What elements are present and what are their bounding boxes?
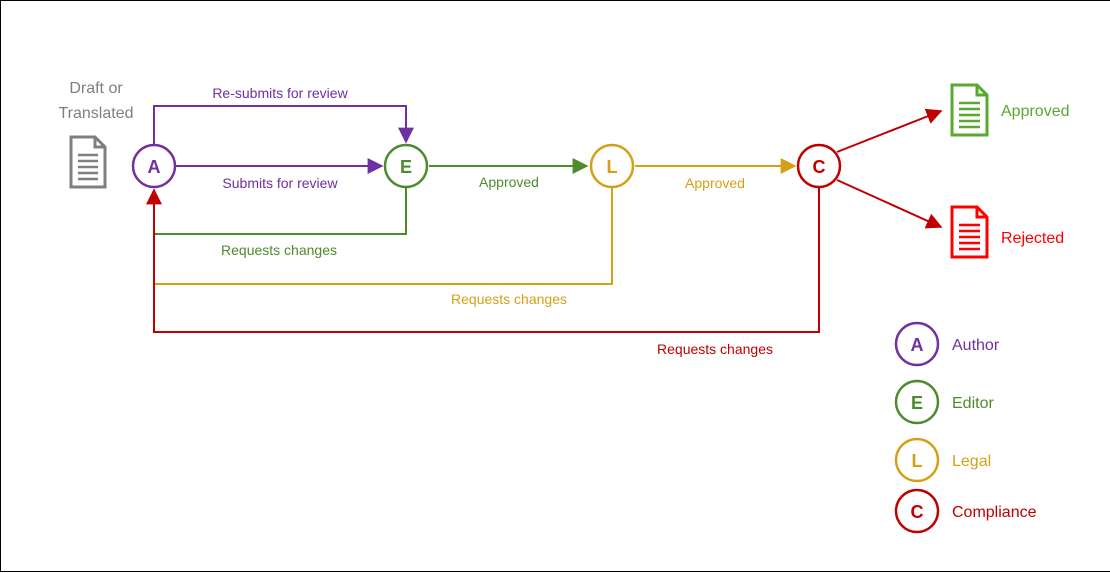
resubmit-label: Re-submits for review <box>212 85 348 101</box>
editor-approved-label: Approved <box>479 174 539 190</box>
legend-label-editor: Editor <box>952 395 994 412</box>
rejected-document-icon <box>950 205 989 259</box>
compliance-node: C <box>796 143 842 189</box>
legend-letter-author: A <box>911 335 924 355</box>
legend: A Author E Editor L Legal C Compliance <box>894 321 1037 534</box>
legal-node-letter: L <box>607 157 618 177</box>
resubmit-connector <box>153 105 414 144</box>
legend-item-legal: L Legal <box>894 437 991 483</box>
legend-item-editor: E Editor <box>894 379 994 425</box>
legal-changes-connector <box>154 188 613 285</box>
legend-label-legal: Legal <box>952 453 991 470</box>
submit-label: Submits for review <box>222 175 338 191</box>
author-node-letter: A <box>148 157 161 177</box>
source-label-line1: Draft or <box>69 80 123 97</box>
editor-changes-connector <box>154 188 407 235</box>
compliance-changes-connector <box>146 188 820 333</box>
legend-item-compliance: C Compliance <box>894 488 1037 534</box>
compliance-changes-label: Requests changes <box>657 341 773 357</box>
approved-document-icon <box>950 83 989 137</box>
rejected-outcome-label: Rejected <box>1001 230 1064 247</box>
to-rejected-connector <box>836 179 943 229</box>
legend-letter-compliance: C <box>911 502 924 522</box>
author-node: A <box>131 143 177 189</box>
legal-changes-label: Requests changes <box>451 291 567 307</box>
editor-changes-label: Requests changes <box>221 242 337 258</box>
legal-approved-label: Approved <box>685 175 745 191</box>
editor-node: E <box>383 143 429 189</box>
compliance-node-letter: C <box>813 157 826 177</box>
legend-letter-legal: L <box>912 451 923 471</box>
legal-node: L <box>589 143 635 189</box>
draft-document-icon <box>69 135 107 189</box>
approved-outcome-label: Approved <box>1001 103 1070 120</box>
editor-node-letter: E <box>400 157 412 177</box>
legend-letter-editor: E <box>911 393 923 413</box>
source-label-line2: Translated <box>59 105 134 122</box>
legend-item-author: A Author <box>894 321 1000 367</box>
legend-label-compliance: Compliance <box>952 504 1037 521</box>
to-approved-connector <box>836 108 943 153</box>
legend-label-author: Author <box>952 337 1000 354</box>
